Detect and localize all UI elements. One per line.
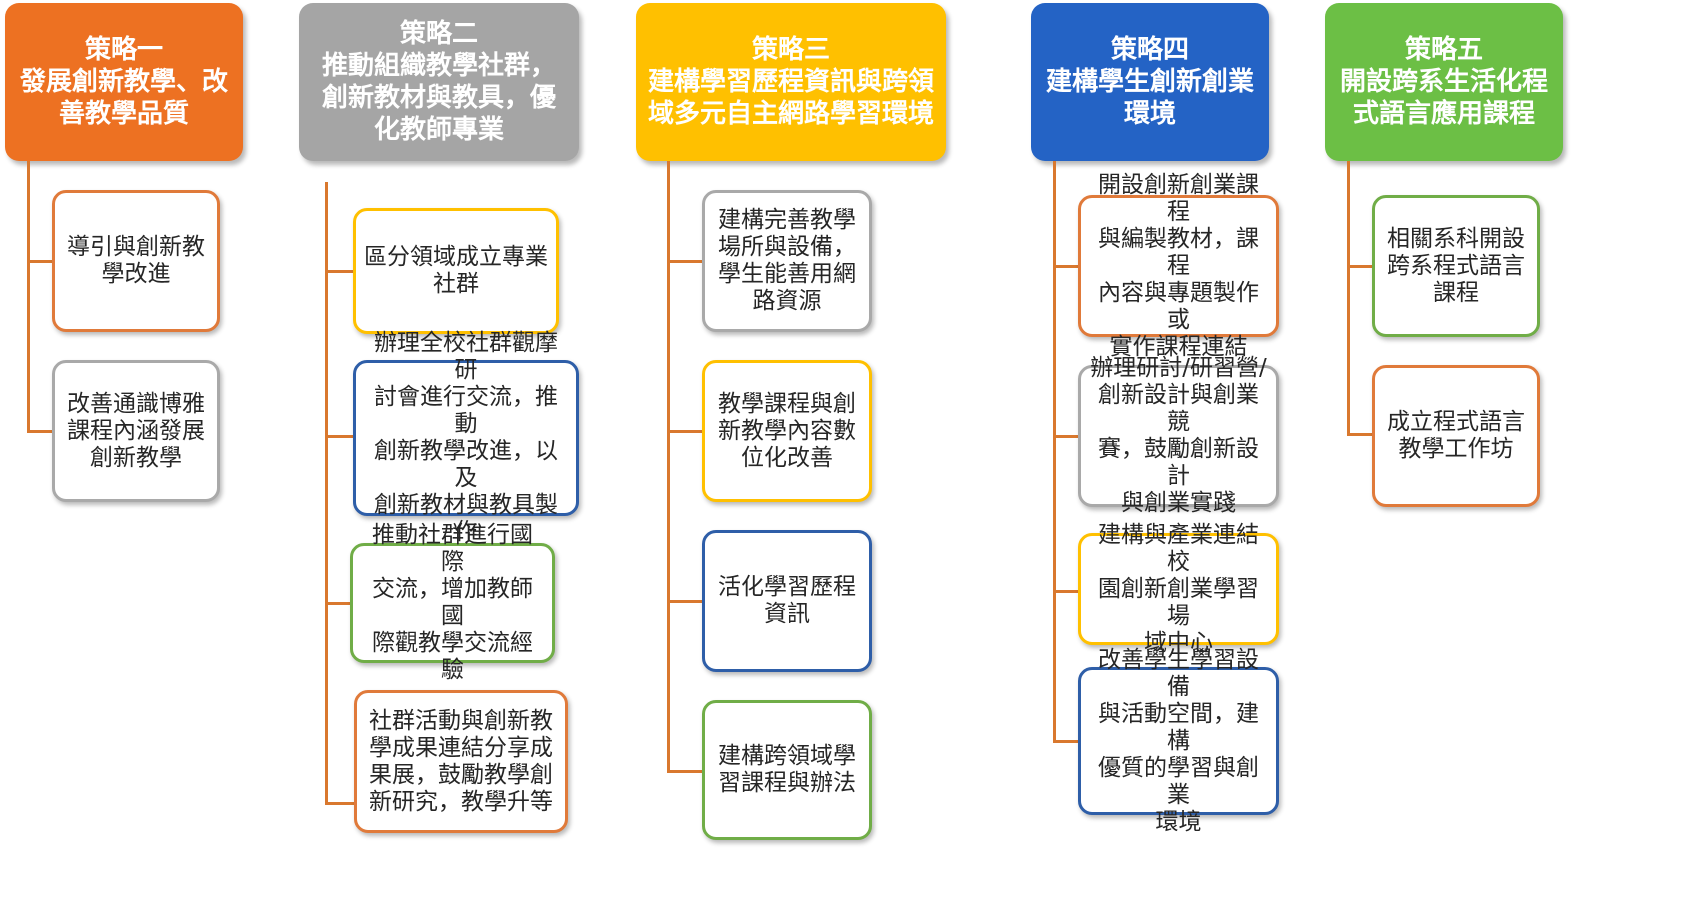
strategy-4-branch-1 xyxy=(1053,265,1079,268)
strategy-4-item-2: 辦理研討/研習營/ 創新設計與創業競 賽，鼓勵創新設計 與創業實踐 xyxy=(1078,355,1279,516)
strategy-3-branch-3 xyxy=(667,600,703,603)
strategy-3-item-1: 建構完善教學 場所與設備， 學生能善用網 路資源 xyxy=(702,190,872,332)
strategy-3-item-3: 活化學習歷程 資訊 xyxy=(702,530,872,672)
strategy-5-connector xyxy=(1347,161,1350,436)
strategy-4-branch-3 xyxy=(1053,590,1079,593)
strategy-4-item-1: 開設創新創業課程 與編製教材，課程 內容與專題製作或 實作課程連結 xyxy=(1078,172,1279,360)
strategy-3-header: 策略三 建構學習歷程資訊與跨領 域多元自主網路學習環境 xyxy=(636,3,946,161)
strategy-4-item-4: 改善學生學習設備 與活動空間，建構 優質的學習與創業 環境 xyxy=(1078,647,1279,835)
strategy-4-header: 策略四 建構學生創新創業 環境 xyxy=(1031,3,1269,161)
strategy-2-branch-1 xyxy=(325,270,354,273)
strategy-5-header: 策略五 開設跨系生活化程 式語言應用課程 xyxy=(1325,3,1563,161)
strategy-1-item-1: 導引與創新教 學改進 xyxy=(52,190,220,332)
strategy-4-connector xyxy=(1053,161,1056,743)
strategy-3-item-4: 建構跨領域學 習課程與辦法 xyxy=(702,700,872,840)
strategy-2-item-4: 社群活動與創新教 學成果連結分享成 果展，鼓勵教學創 新研究，教學升等 xyxy=(354,690,568,833)
strategy-2-item-2: 辦理全校社群觀摩研 討會進行交流，推動 創新教學改進，以及 創新教材與教具製作 xyxy=(353,330,579,545)
strategy-5-item-1: 相關系科開設 跨系程式語言 課程 xyxy=(1372,195,1540,337)
strategy-3-branch-1 xyxy=(667,260,703,263)
strategy-4-branch-4 xyxy=(1053,740,1079,743)
strategy-1-connector xyxy=(27,161,30,433)
strategy-1-branch-1 xyxy=(27,260,53,263)
strategy-2-item-3: 推動社群進行國際 交流，增加教師國 際觀教學交流經驗 xyxy=(350,522,555,683)
strategy-2-branch-2 xyxy=(325,435,354,438)
strategy-2-item-1: 區分領域成立專業 社群 xyxy=(353,208,559,334)
strategy-2-branch-3 xyxy=(325,602,351,605)
strategy-1-header: 策略一 發展創新教學、改 善教學品質 xyxy=(5,3,243,161)
strategy-5-branch-2 xyxy=(1347,433,1373,436)
strategy-5-item-2: 成立程式語言 教學工作坊 xyxy=(1372,365,1540,507)
strategy-2-branch-4 xyxy=(325,802,355,805)
strategy-4-branch-2 xyxy=(1053,435,1079,438)
strategy-3-connector xyxy=(667,161,670,773)
strategy-2-connector xyxy=(325,182,328,805)
strategy-2-header: 策略二 推動組織教學社群， 創新教材與教具，優 化教師專業 xyxy=(299,3,579,161)
strategy-3-branch-4 xyxy=(667,770,703,773)
strategy-5-branch-1 xyxy=(1347,265,1373,268)
strategy-3-item-2: 教學課程與創 新教學內容數 位化改善 xyxy=(702,360,872,502)
strategy-3-branch-2 xyxy=(667,430,703,433)
strategy-4-item-3: 建構與產業連結校 園創新創業學習場 域中心 xyxy=(1078,522,1279,656)
strategy-1-branch-2 xyxy=(27,430,53,433)
strategy-1-item-2: 改善通識博雅 課程內涵發展 創新教學 xyxy=(52,360,220,502)
